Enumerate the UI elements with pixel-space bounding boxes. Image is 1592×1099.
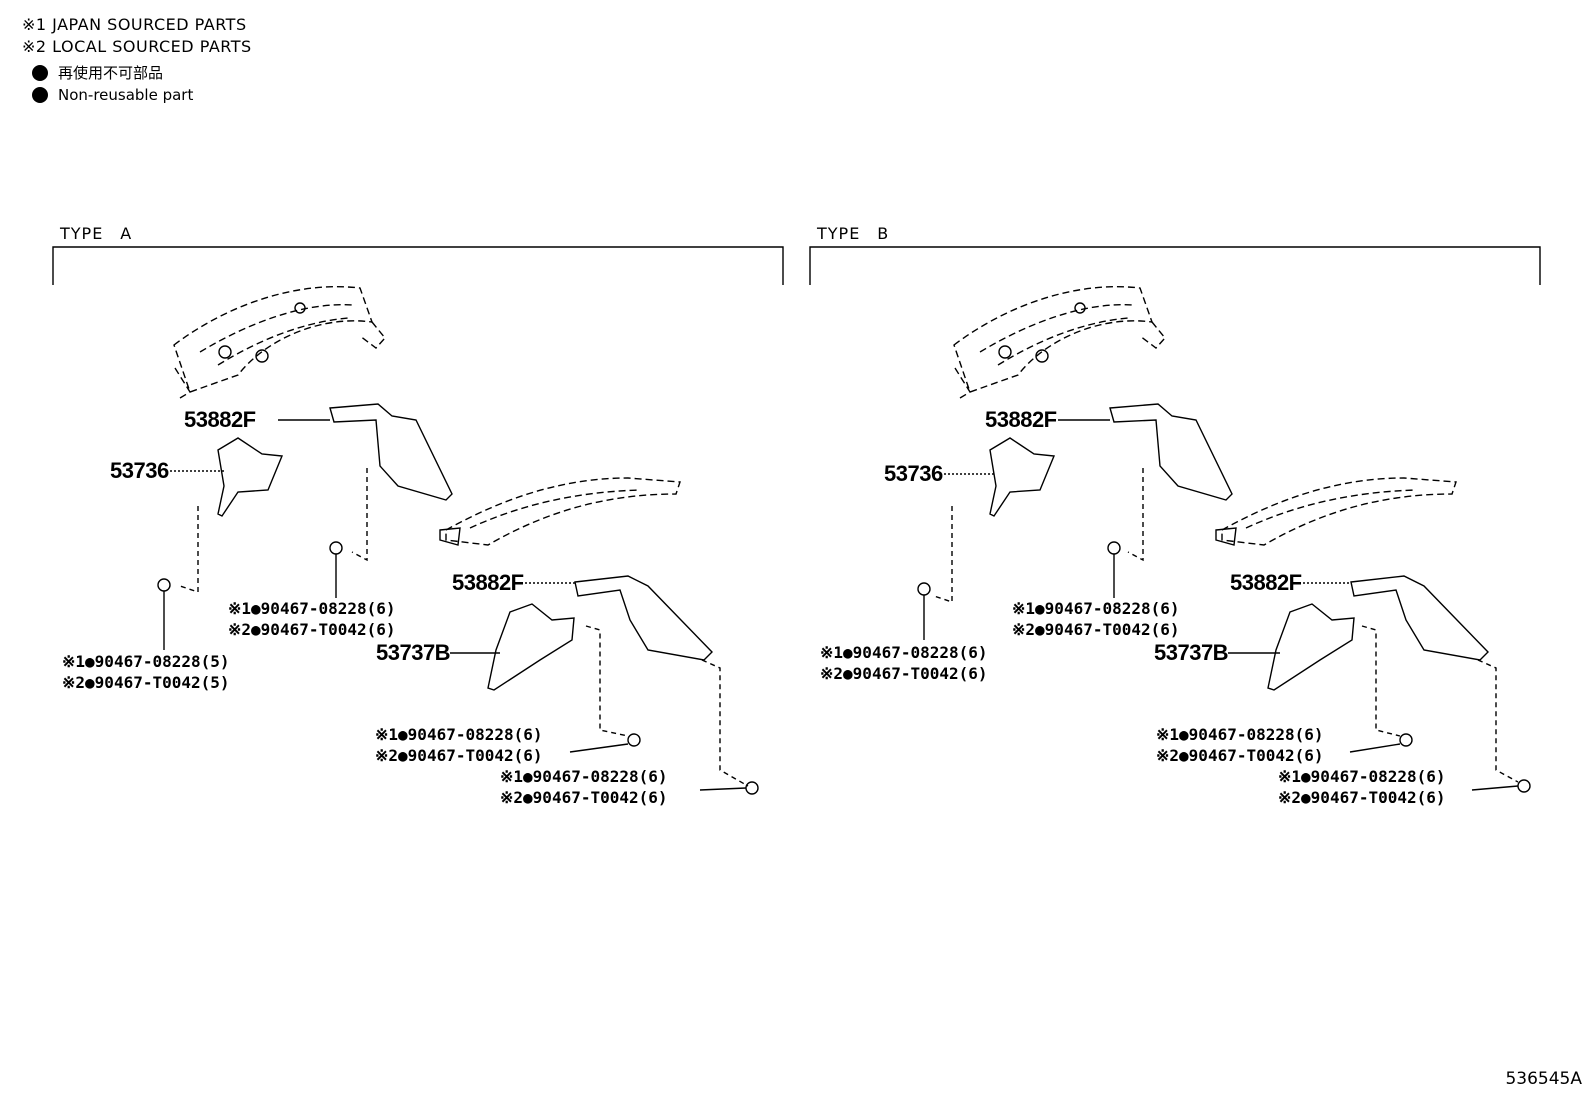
part-53736: 53736 [110,458,169,483]
panel-53736 [217,437,284,517]
clip-icon [745,781,759,795]
clip-icon [627,733,641,747]
clip-icon [1517,779,1531,793]
part-53737b: 53737B [1154,640,1228,665]
callout-b1-line1: ※1●90467-08228(6) [1012,599,1180,618]
type-a-callouts: ※1●90467-08228(6) ※2●90467-T0042(6) ※1●9… [62,599,668,807]
callout-b4-line2: ※2●90467-T0042(6) [1278,788,1446,807]
upper-wheel-housing [953,286,1166,399]
type-b-bracket [809,246,1541,285]
callout-a1-line2: ※2●90467-T0042(6) [228,620,396,639]
panel-53882f-upper [1109,403,1233,501]
clip-icon [1399,733,1413,747]
part-53882f-lower: 53882F [452,570,524,595]
type-b-label: TYPE B [816,224,889,243]
filled-circle-icon [32,65,48,81]
callout-b3-line2: ※2●90467-T0042(6) [1156,746,1324,765]
callout-a2-line1: ※1●90467-08228(5) [62,652,230,671]
panel-53882f-lower [574,575,713,661]
callout-b2-line2: ※2●90467-T0042(6) [820,664,988,683]
type-b-callouts: ※1●90467-08228(6) ※2●90467-T0042(6) ※1●9… [820,599,1446,807]
callout-b4-line1: ※1●90467-08228(6) [1278,767,1446,786]
part-53737b: 53737B [376,640,450,665]
callout-a1-line1: ※1●90467-08228(6) [228,599,396,618]
legend: ※1 JAPAN SOURCED PARTS ※2 LOCAL SOURCED … [22,14,252,106]
callout-a4-line1: ※1●90467-08228(6) [500,767,668,786]
callout-a3-line1: ※1●90467-08228(6) [375,725,543,744]
callout-b1-line2: ※2●90467-T0042(6) [1012,620,1180,639]
callout-a2-line2: ※2●90467-T0042(5) [62,673,230,692]
filled-circle-icon [32,87,48,103]
callout-a4-line2: ※2●90467-T0042(6) [500,788,668,807]
legend-nonreusable-en: Non-reusable part [32,84,252,106]
clip-icon [1107,541,1121,555]
clip-icon [157,578,171,592]
part-53882f-upper: 53882F [985,407,1057,432]
upper-wheel-housing [173,286,386,399]
panel-53736 [989,437,1056,517]
part-53736: 53736 [884,461,943,486]
legend-nonreusable-jp: 再使用不可部品 [32,62,252,84]
type-a-label: TYPE A [59,224,132,243]
panel-53882f-upper [329,403,453,501]
part-53882f-lower: 53882F [1230,570,1302,595]
lower-wheel-housing [445,477,681,546]
legend-local-sourced: ※2 LOCAL SOURCED PARTS [22,37,252,56]
callout-b3-line1: ※1●90467-08228(6) [1156,725,1324,744]
legend-nonreusable-jp-text: 再使用不可部品 [58,64,164,82]
legend-nonreusable-en-text: Non-reusable part [58,86,194,104]
diagram-reference-code: 536545A [1505,1069,1582,1089]
clip-icon [917,582,931,596]
type-a-group: TYPE A 53882F 53736 [52,224,784,795]
panel-53882f-lower [1350,575,1489,661]
part-53882f-upper: 53882F [184,407,256,432]
lower-wheel-housing [1221,477,1457,546]
panel-53737b [487,603,575,691]
clip-icon [329,541,343,555]
type-b-group: TYPE B 53882F 53736 53882F [809,224,1541,793]
callout-b2-line1: ※1●90467-08228(6) [820,643,988,662]
callout-a3-line2: ※2●90467-T0042(6) [375,746,543,765]
type-a-bracket [52,246,784,285]
panel-53737b [1267,603,1355,691]
legend-japan-sourced: ※1 JAPAN SOURCED PARTS [22,15,247,34]
